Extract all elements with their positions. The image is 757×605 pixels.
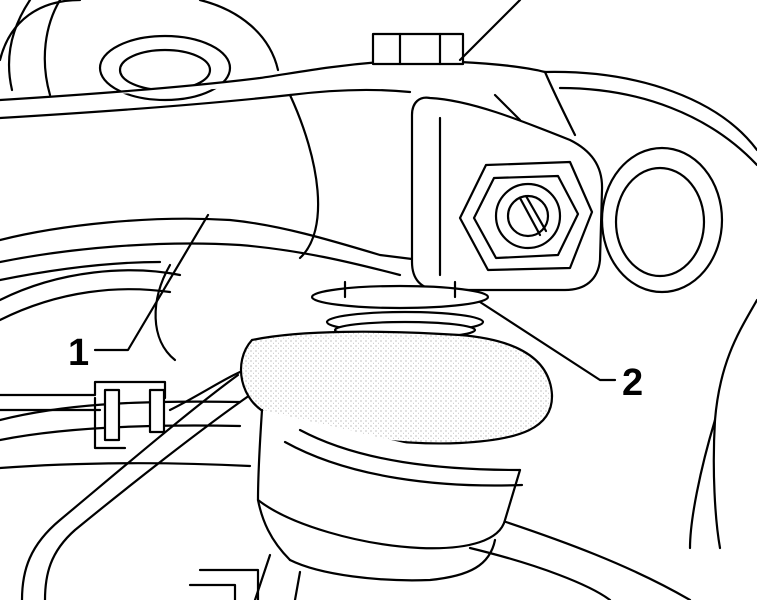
ball-joint-washers	[310, 280, 490, 340]
control-arm	[0, 60, 547, 362]
leader-line-1	[93, 213, 210, 352]
background-housing	[543, 70, 757, 550]
hex-nut	[458, 160, 594, 272]
callout-1: 1	[68, 332, 89, 374]
brake-line-clip	[0, 370, 242, 450]
ball-joint-housing	[188, 408, 524, 602]
callout-2: 2	[622, 362, 643, 404]
background-wheel-hub	[0, 0, 280, 102]
leader-lines	[93, 213, 617, 382]
background-panel-edges	[0, 269, 692, 602]
brake-line	[20, 373, 252, 602]
top-bolt	[371, 0, 522, 66]
leader-line-2	[478, 300, 617, 382]
